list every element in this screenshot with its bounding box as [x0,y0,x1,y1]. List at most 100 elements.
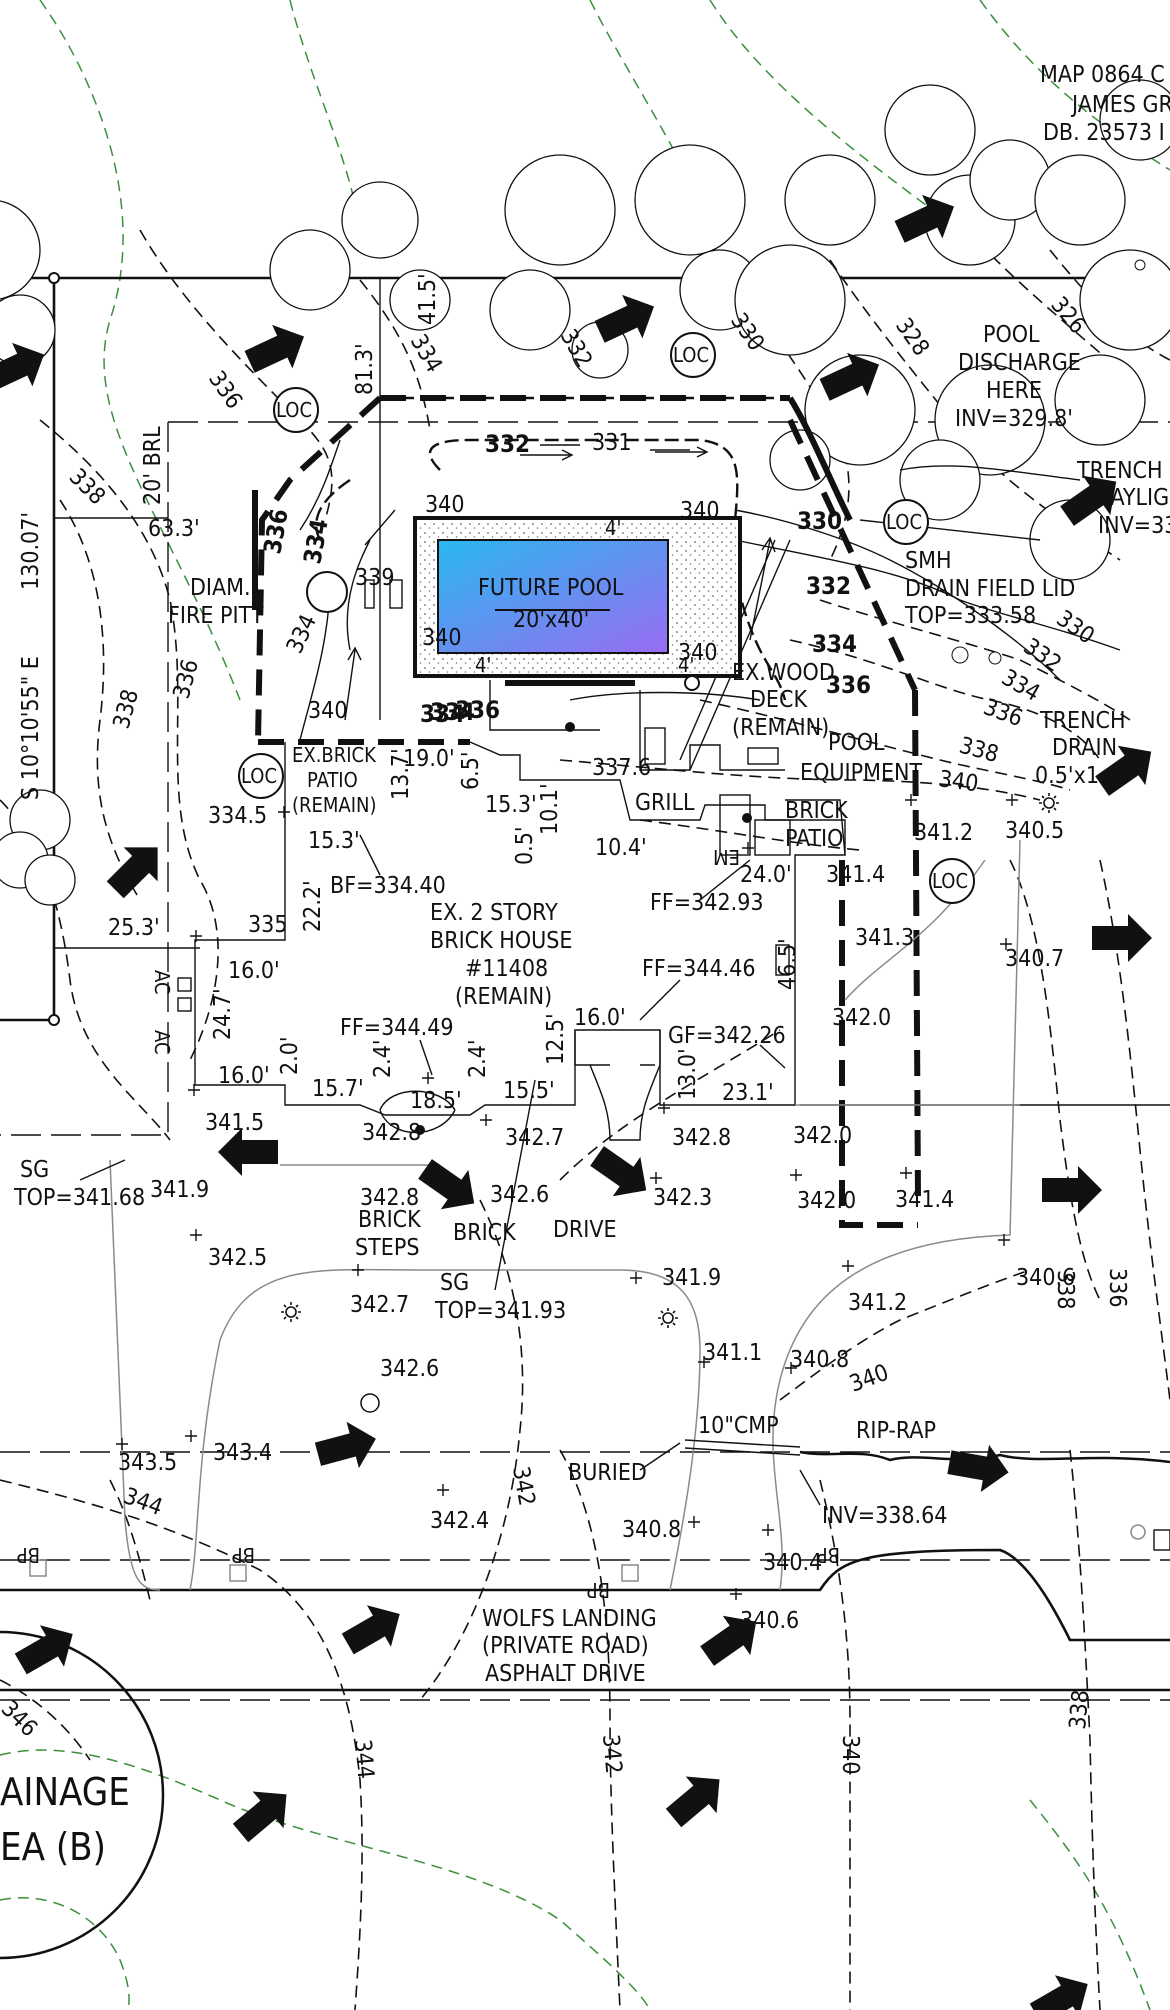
brl-label: 20' BRL [140,426,166,505]
spot-elevation: 340.6 [740,1608,799,1634]
house-footprint [177,571,846,1141]
buried-label: BURIED [568,1460,647,1486]
road-labels: WOLFS LANDING (PRIVATE ROAD) ASPHALT DRI… [482,1606,657,1687]
proposed-contour-label: 334 [812,630,857,658]
proposed-contour-labels: 332 334 336 334 334 336 330 332 334 336 [258,430,871,728]
flow-arrow-icon [0,342,45,391]
spot-elevation: 340.4 [763,1550,822,1576]
contour-label: 330 [1052,606,1099,650]
sg-center-1: SG [440,1270,469,1296]
sg-left-2: TOP=341.68 [13,1185,145,1211]
proposed-contour-label: 334 [430,698,475,726]
spot-elevation: 340 [678,640,718,666]
spot-markers [116,794,1018,1600]
flow-arrow-icon [819,352,880,401]
spot-elevation: 343.4 [213,1440,272,1466]
trench1-label-2: DAYLIG [1095,485,1169,511]
proposed-contour-label: 336 [455,696,500,724]
loc-label: LOC [932,869,968,893]
sg-center-2: TOP=341.93 [434,1298,566,1324]
spot-elevation: 340 [422,625,462,651]
spot-elevation: 341.4 [895,1187,954,1213]
pool-dim-right: 4' [678,653,694,677]
rip-rap-label: RIP-RAP [856,1418,936,1444]
contour-label: 336 [1104,1268,1130,1308]
spot-elevation: 340 [425,492,465,518]
spot-elevation: 342.3 [653,1185,712,1211]
length-label: 130.07' [18,512,44,590]
pool-dim-top: 4' [605,516,621,540]
trench2-label-1: TRENCH [1039,708,1126,734]
road-label-1: WOLFS LANDING [482,1606,657,1632]
dim-label: 0.5' [512,826,538,865]
dim-label: 24.7' [210,988,236,1040]
spot-elevation: 340 [680,498,720,524]
spot-elevation: 340.7 [1005,946,1064,972]
bp-label: BP [17,1543,40,1567]
brick-steps-label-2: STEPS [355,1235,419,1261]
fire-pit-label-2: FIRE PITT [168,603,264,629]
dim-label: 46.5' [775,938,801,990]
flow-arrow-icon [1092,914,1152,962]
trench1-label-1: TRENCH [1076,458,1163,484]
contour-label: 344 [349,1738,378,1780]
pool-discharge-4: INV=329.8' [955,406,1073,432]
flow-arrow-icon [341,1605,400,1655]
dim-label: 24.0' [740,862,792,888]
drainage-labels: POOL DISCHARGE HERE INV=329.8' TRENCH DA… [0,322,1170,1869]
spot-elevation: 341.9 [662,1265,721,1291]
spot-elevation: 340.8 [790,1347,849,1373]
bp-label: BP [587,1578,610,1602]
spot-elevation: 337.6 [592,755,651,781]
contour-label: 338 [1065,1689,1094,1731]
dim-label: 2.4' [370,1039,396,1078]
pool-size: 20'x40' [513,607,589,633]
trench2-label-3: 0.5'x1 [1035,763,1099,789]
ac-label: AC [150,970,174,995]
sg-left-1: SG [20,1157,49,1183]
smh-label-1: SMH [905,548,952,574]
spot-elevation: 342.8 [672,1125,731,1151]
dim-label: 19.0' [403,746,455,772]
property-lines [0,272,1170,1701]
pool-discharge-2: DISCHARGE [958,350,1081,376]
brick-drive-label-2: DRIVE [553,1217,617,1243]
house-label-3: #11408 [465,956,548,982]
smh-label-3: TOP=333.58 [904,603,1036,629]
dim-label: 2.4' [465,1039,491,1078]
spot-elevation: 342.4 [430,1508,489,1534]
ff-elevation: FF=344.46 [642,956,756,982]
flow-arrow-icon [1060,475,1117,526]
dim-label: 81.3' [352,343,378,395]
loc-label: LOC [673,343,709,367]
brick-patio-label-2: PATIO [785,826,843,852]
road-label-3: ASPHALT DRIVE [485,1661,646,1687]
pool-labels: FUTURE POOL 20'x40' 4' 4' 4' [475,516,694,677]
owner-note-line3: DB. 23573 I [1043,120,1165,146]
dim-label: 15.7' [312,1076,364,1102]
owner-note-line1: MAP 0864 C [1040,62,1165,88]
drainage-area-2: EA (B) [0,1825,106,1869]
proposed-contour-label: 330 [797,507,842,535]
spot-elevations: 331 340 340 339 340 340 340 334.5 337.6 … [118,430,1075,1634]
dim-label: 15.3' [308,828,360,854]
spot-elevation: 342.8 [362,1120,421,1146]
flow-arrow-icon [590,1146,647,1197]
light-icon [1039,793,1059,813]
flow-arrow-icon [947,1444,1009,1493]
spot-elevation: 342.0 [832,1005,891,1031]
contour-label: 338 [64,464,110,510]
structure-labels: EX. 2 STORY BRICK HOUSE #11408 (REMAIN) … [168,575,922,1261]
light-icon [281,1302,301,1322]
dim-label: 22.2' [300,880,326,932]
dim-label: 16.0' [228,958,280,984]
dim-label: 41.5' [415,273,441,325]
contour-label: 338 [956,733,1001,768]
bf-elevation: BF=334.40 [330,873,446,899]
pool-equipment-label-1: POOL [828,730,885,756]
spot-elevation: 341.5 [205,1110,264,1136]
grill-label: GRILL [635,790,695,816]
pool-discharge-3: HERE [986,378,1042,404]
flow-arrow-icon [665,1776,720,1828]
